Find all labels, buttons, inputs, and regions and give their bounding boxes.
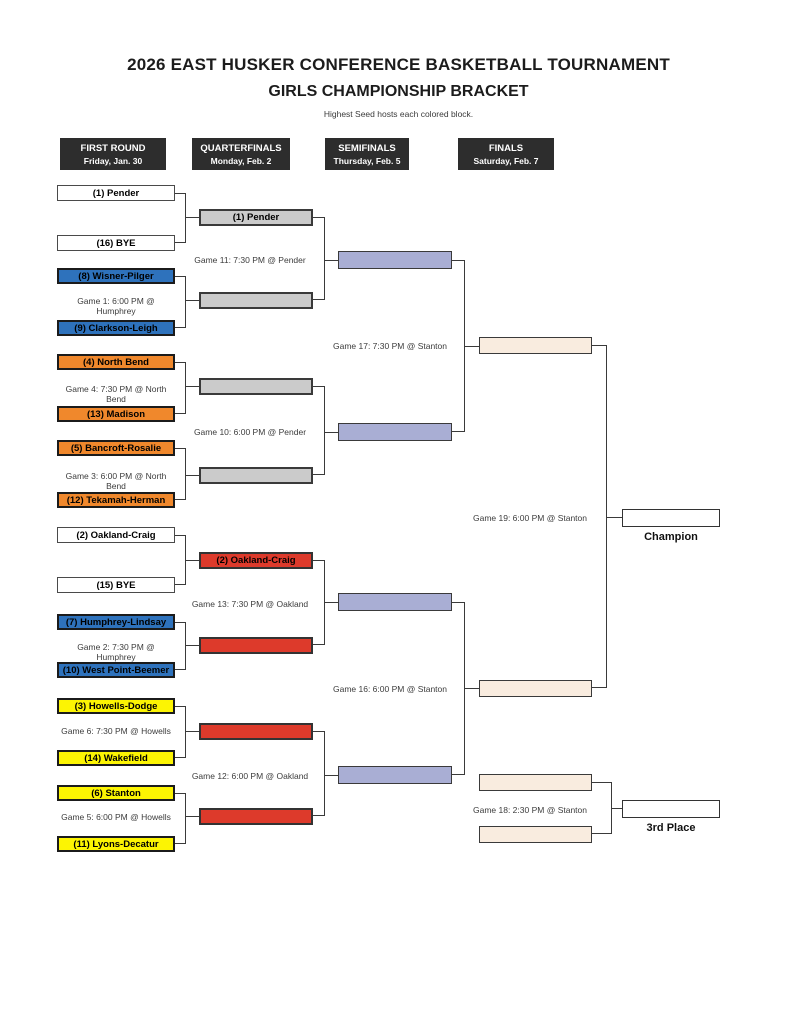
team-box-north-bend: (4) North Bend [57, 354, 175, 370]
connector-r1-2 [175, 276, 186, 328]
champion-label: Champion [644, 531, 698, 543]
connector-stub-sf-4 [325, 775, 338, 776]
connector-stub-qf-8 [186, 816, 199, 817]
connector-stub-f-2 [465, 688, 479, 689]
final-box-empty-1 [479, 337, 592, 354]
qf-box-oakland-craig: (2) Oakland-Craig [199, 552, 313, 569]
team-box-wakefield: (14) Wakefield [57, 750, 175, 766]
team-box-bancroft-rosalie: (5) Bancroft-Rosalie [57, 440, 175, 456]
connector-final [592, 345, 607, 688]
game-18-label: Game 18: 2:30 PM @ Stanton [473, 805, 587, 815]
sf-box-empty-4 [338, 766, 452, 784]
third-place-box-empty-1 [479, 774, 592, 791]
game-16-label: Game 16: 6:00 PM @ Stanton [333, 684, 447, 694]
connector-qf-2 [313, 386, 325, 475]
sf-box-empty-1 [338, 251, 452, 269]
team-box-wisner-pilger: (8) Wisner-Pilger [57, 268, 175, 284]
team-box-lyons-decatur: (11) Lyons-Decatur [57, 836, 175, 852]
game-2-label: Game 2: 7:30 PM @ Humphrey [77, 642, 155, 662]
game-5-label: Game 5: 6:00 PM @ Howells [61, 812, 171, 822]
team-box-tekamah-herman: (12) Tekamah-Herman [57, 492, 175, 508]
qf-box-empty-4 [199, 637, 313, 654]
host-note: Highest Seed hosts each colored block. [323, 109, 474, 119]
game-1-label: Game 1: 6:00 PM @ Humphrey [77, 296, 155, 316]
connector-stub-qf-5 [186, 560, 199, 561]
connector-sf-1 [452, 260, 465, 432]
connector-stub-sf-2 [325, 432, 338, 433]
game-10-label: Game 10: 6:00 PM @ Pender [193, 427, 307, 437]
round-name: QUARTERFINALS [200, 142, 282, 154]
connector-stub-qf-4 [186, 475, 199, 476]
final-box-empty-2 [479, 680, 592, 697]
connector-r1-8 [175, 793, 186, 844]
game-4-label: Game 4: 7:30 PM @ North Bend [65, 384, 167, 404]
connector-r1-1 [175, 193, 186, 243]
third-place-label: 3rd Place [646, 822, 696, 834]
header-finals: FINALS Saturday, Feb. 7 [458, 138, 554, 170]
round-date: Monday, Feb. 2 [210, 155, 272, 166]
team-box-madison: (13) Madison [57, 406, 175, 422]
connector-r1-7 [175, 706, 186, 758]
connector-stub-qf-2 [186, 300, 199, 301]
team-box-bye16: (16) BYE [57, 235, 175, 251]
team-box-stanton: (6) Stanton [57, 785, 175, 801]
header-semifinals: SEMIFINALS Thursday, Feb. 5 [325, 138, 409, 170]
round-name: FINALS [488, 142, 524, 154]
connector-stub-sf-3 [325, 602, 338, 603]
round-date: Friday, Jan. 30 [83, 155, 143, 166]
connector-qf-4 [313, 731, 325, 816]
connector-r1-6 [175, 622, 186, 670]
round-date: Thursday, Feb. 5 [333, 155, 401, 166]
page-title: 2026 EAST HUSKER CONFERENCE BASKETBALL T… [127, 55, 670, 74]
connector-stub-qf-7 [186, 731, 199, 732]
game-13-label: Game 13: 7:30 PM @ Oakland [191, 599, 309, 609]
team-box-pender: (1) Pender [57, 185, 175, 201]
connector-stub-f-1 [465, 346, 479, 347]
game-11-label: Game 11: 7:30 PM @ Pender [194, 255, 306, 265]
game-3-label: Game 3: 6:00 PM @ North Bend [65, 471, 167, 491]
qf-box-empty-5 [199, 723, 313, 740]
connector-qf-1 [313, 217, 325, 300]
qf-box-empty-2 [199, 378, 313, 395]
team-box-howells-dodge: (3) Howells-Dodge [57, 698, 175, 714]
connector-stub-third-place [612, 808, 622, 809]
champion-box [622, 509, 720, 527]
round-date: Saturday, Feb. 7 [473, 155, 539, 166]
game-19-label: Game 19: 6:00 PM @ Stanton [473, 513, 587, 523]
game-6-label: Game 6: 7:30 PM @ Howells [61, 726, 171, 736]
game-12-label: Game 12: 6:00 PM @ Oakland [191, 771, 309, 781]
team-box-west-point-beemer: (10) West Point-Beemer [57, 662, 175, 678]
connector-sf-2 [452, 602, 465, 775]
connector-r1-4 [175, 448, 186, 500]
team-box-bye15: (15) BYE [57, 577, 175, 593]
third-place-winner-box [622, 800, 720, 818]
round-name: FIRST ROUND [80, 142, 146, 154]
qf-box-empty-1 [199, 292, 313, 309]
connector-qf-3 [313, 560, 325, 645]
qf-box-empty-3 [199, 467, 313, 484]
page-subtitle: GIRLS CHAMPIONSHIP BRACKET [268, 83, 529, 100]
team-box-humphrey-lindsay: (7) Humphrey-Lindsay [57, 614, 175, 630]
team-box-clarkson-leigh: (9) Clarkson-Leigh [57, 320, 175, 336]
team-box-oakland-craig: (2) Oakland-Craig [57, 527, 175, 543]
qf-box-empty-6 [199, 808, 313, 825]
connector-stub-qf-3 [186, 386, 199, 387]
third-place-box-empty-2 [479, 826, 592, 843]
connector-stub-qf-6 [186, 645, 199, 646]
header-quarterfinals: QUARTERFINALS Monday, Feb. 2 [192, 138, 290, 170]
connector-r1-5 [175, 535, 186, 585]
sf-box-empty-2 [338, 423, 452, 441]
sf-box-empty-3 [338, 593, 452, 611]
round-name: SEMIFINALS [338, 142, 396, 154]
connector-stub-qf-1 [186, 217, 199, 218]
qf-box-pender: (1) Pender [199, 209, 313, 226]
connector-r1-3 [175, 362, 186, 414]
game-17-label: Game 17: 7:30 PM @ Stanton [333, 341, 447, 351]
header-first-round: FIRST ROUND Friday, Jan. 30 [60, 138, 166, 170]
connector-third-place [592, 782, 612, 834]
connector-stub-sf-1 [325, 260, 338, 261]
connector-stub-champion [607, 517, 622, 518]
